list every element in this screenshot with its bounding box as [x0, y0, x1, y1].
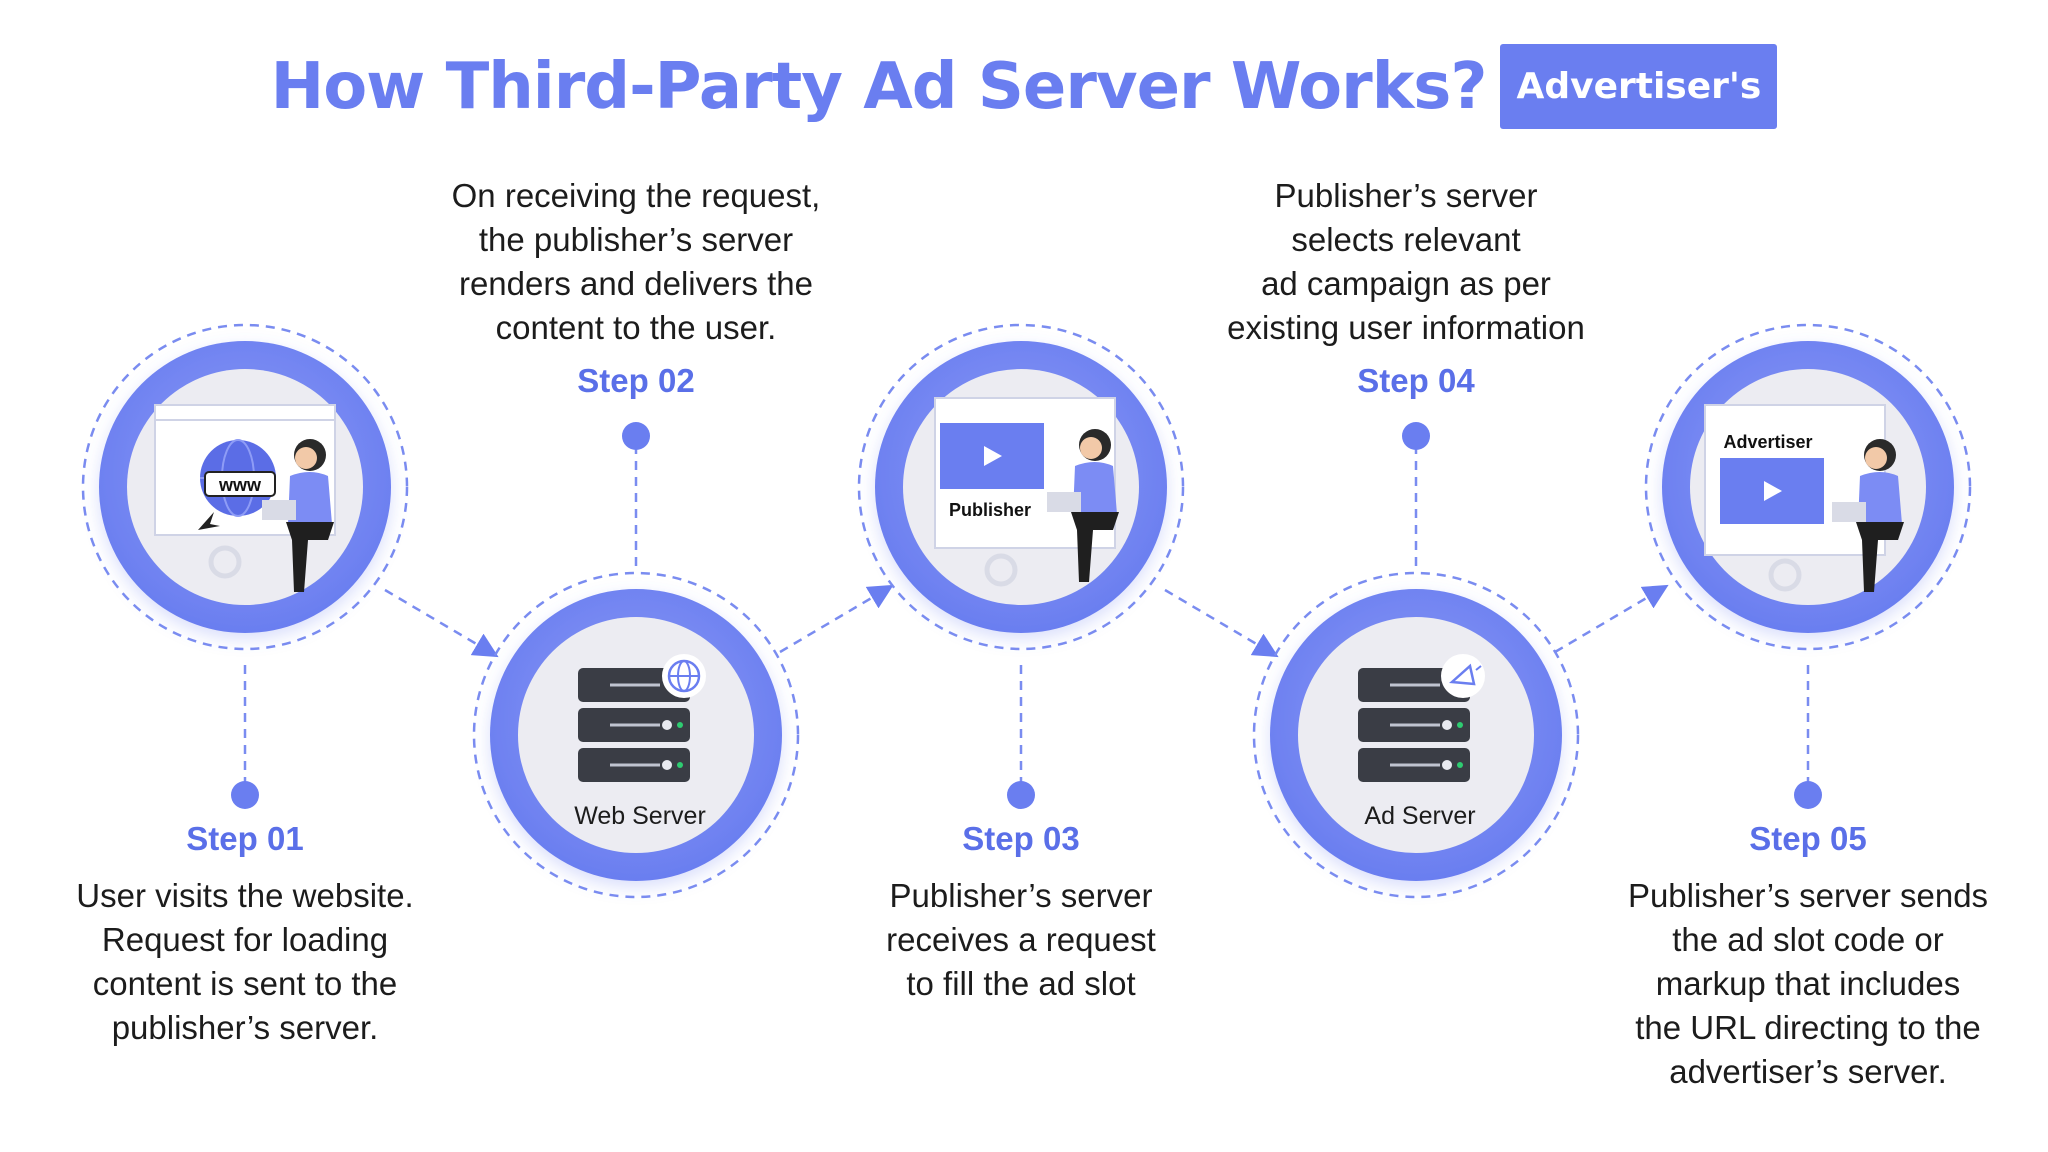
description-line: the URL directing to the [1635, 1009, 1981, 1046]
www-label: www [218, 475, 262, 495]
arrow-2-3 [779, 584, 894, 654]
step-02-label: Step 02 [577, 362, 695, 399]
step-03-label: Step 03 [962, 820, 1080, 857]
description-line: Publisher’s server sends [1627, 877, 1989, 914]
description-line: advertiser’s server. [1669, 1053, 1947, 1090]
step-03-illustration: Publisher [857, 323, 1185, 651]
description-line: Publisher’s server [1274, 177, 1538, 214]
description-line: the ad slot code or [1672, 921, 1944, 958]
video-play-icon [940, 423, 1044, 489]
step-05-label: Step 05 [1749, 820, 1867, 857]
step-02-illustration: Web Server [472, 571, 800, 899]
woman-figure-icon [1047, 429, 1119, 582]
web-server-caption: Web Server [574, 802, 706, 830]
step-dot [622, 422, 650, 450]
step-dot [1794, 781, 1822, 809]
step-04-label: Step 04 [1357, 362, 1475, 399]
description-line: receives a request [886, 921, 1156, 958]
description-line: publisher’s server. [111, 1009, 379, 1046]
step-03-description: Publisher’s server receives a request to… [811, 874, 1231, 1006]
description-line: markup that includes [1655, 965, 1961, 1002]
page-title: How Third-Party Ad Server Works? [270, 49, 1488, 124]
gear-icon [984, 553, 1018, 587]
description-line: renders and delivers the [458, 265, 814, 302]
description-line: content to the user. [495, 309, 777, 346]
step-01-label: Step 01 [186, 820, 304, 857]
globe-icon [662, 654, 706, 698]
description-line: ad campaign as per [1261, 265, 1551, 302]
step-connectors [231, 422, 1822, 809]
megaphone-icon [1441, 654, 1485, 698]
description-line: On receiving the request, [451, 177, 821, 214]
step-01-description: User visits the website. Request for loa… [35, 874, 455, 1050]
woman-figure-icon [262, 439, 334, 592]
description-line: Publisher’s server [889, 877, 1153, 914]
arrow-3-4 [1164, 588, 1279, 658]
description-line: to fill the ad slot [906, 965, 1136, 1002]
gear-icon [1768, 558, 1802, 592]
arrow-4-5 [1554, 584, 1669, 654]
step-dot [1007, 781, 1035, 809]
gear-icon [208, 545, 242, 579]
server-rack-icon [1358, 668, 1470, 782]
description-line: selects relevant [1291, 221, 1521, 258]
header: How Third-Party Ad Server Works? Adverti… [0, 44, 2048, 129]
ad-server-caption: Ad Server [1364, 802, 1475, 830]
cursor-icon [198, 512, 220, 530]
server-rack-icon [578, 668, 690, 782]
video-play-icon [1720, 458, 1824, 524]
step-05-description: Publisher’s server sends the ad slot cod… [1598, 874, 2018, 1094]
advertiser-label: Advertiser [1723, 432, 1812, 452]
step-05-illustration: Advertiser [1644, 323, 1972, 651]
description-line: existing user information [1227, 309, 1585, 346]
step-04-illustration: Ad Server [1252, 571, 1580, 899]
description-line: User visits the website. [76, 877, 414, 914]
publisher-label: Publisher [949, 500, 1031, 520]
step-02-description: On receiving the request, the publisher’… [426, 174, 846, 350]
flow-arrows [384, 584, 1669, 658]
description-line: content is sent to the [92, 965, 398, 1002]
step-01-illustration: www [81, 323, 409, 651]
step-04-description: Publisher’s server selects relevant ad c… [1196, 174, 1616, 350]
step-dot [231, 781, 259, 809]
description-line: the publisher’s server [478, 221, 794, 258]
arrow-1-2 [384, 588, 499, 658]
description-line: Request for loading [101, 921, 389, 958]
advertiser-badge: Advertiser's [1500, 44, 1778, 129]
step-dot [1402, 422, 1430, 450]
woman-figure-icon [1832, 439, 1904, 592]
